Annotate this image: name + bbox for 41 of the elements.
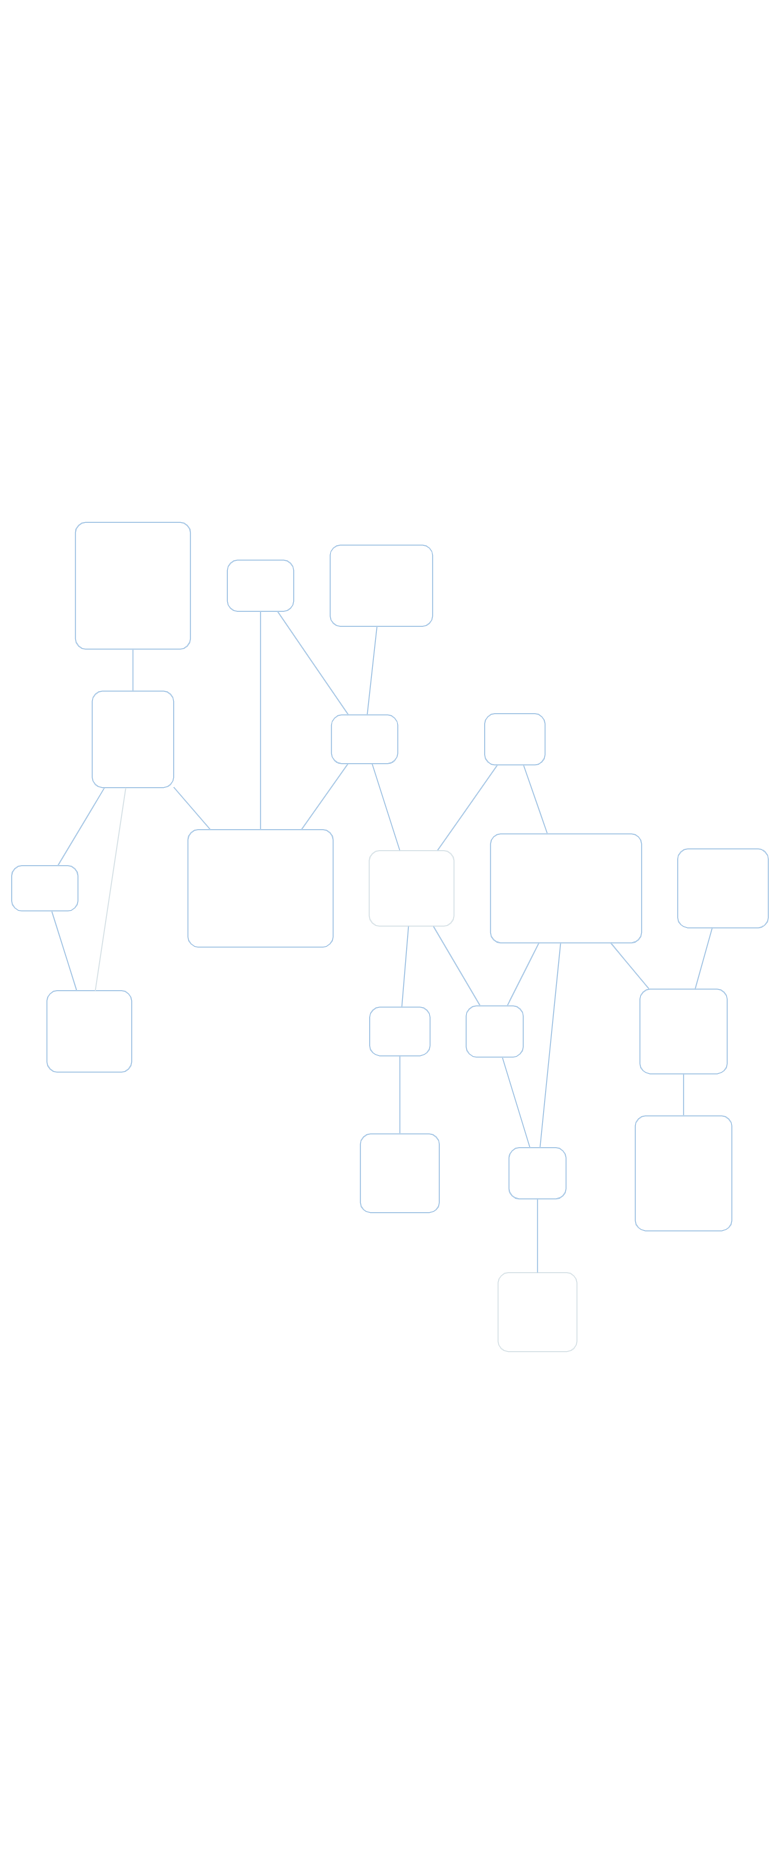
node-box xyxy=(330,714,399,765)
connector xyxy=(57,787,105,867)
node-box xyxy=(91,690,175,789)
node-box xyxy=(11,865,79,912)
connector xyxy=(694,927,713,990)
node-box xyxy=(634,1115,733,1232)
connector xyxy=(51,910,78,992)
node-box xyxy=(677,848,769,929)
node-box xyxy=(46,990,133,1073)
connector xyxy=(436,764,498,852)
connector xyxy=(401,925,410,1008)
connector xyxy=(300,763,349,831)
node-box xyxy=(369,1006,431,1057)
connector xyxy=(277,611,350,716)
node-box xyxy=(484,713,546,766)
connector xyxy=(366,625,378,716)
connector xyxy=(501,1056,531,1149)
connector xyxy=(610,942,650,990)
connector xyxy=(132,648,134,692)
connector xyxy=(522,764,548,835)
node-box xyxy=(329,544,434,628)
node-box xyxy=(639,988,728,1075)
node-box xyxy=(187,828,334,948)
node-box xyxy=(226,559,295,612)
node-box xyxy=(497,1272,578,1353)
connector xyxy=(432,925,481,1007)
node-box xyxy=(489,833,643,944)
connector xyxy=(94,787,127,992)
node-box xyxy=(359,1133,440,1214)
node-box xyxy=(465,1005,524,1058)
connector xyxy=(682,1073,685,1117)
node-box xyxy=(368,849,455,927)
connector xyxy=(173,786,211,831)
connector xyxy=(371,763,401,851)
connector xyxy=(539,942,562,1149)
connector xyxy=(536,1198,539,1274)
connector xyxy=(259,610,262,831)
connector xyxy=(399,1055,401,1135)
connector xyxy=(506,942,540,1007)
node-box xyxy=(74,521,192,650)
node-box xyxy=(508,1147,567,1200)
